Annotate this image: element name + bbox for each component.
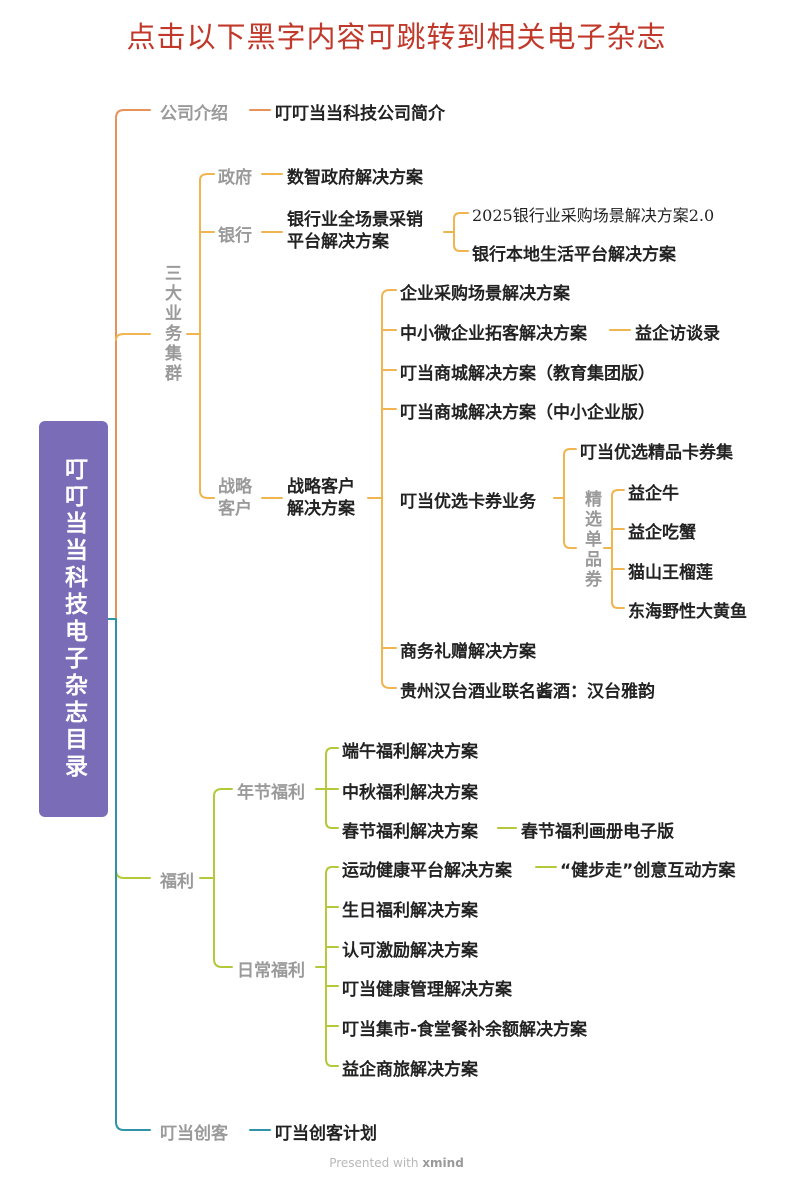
coupon-crab-link[interactable]: 益企吃蟹 — [628, 523, 696, 543]
spring-festival-link[interactable]: 春节福利解决方案 — [342, 822, 478, 842]
sme-acquisition-link[interactable]: 中小微企业拓客解决方案 — [400, 324, 587, 344]
watermark-brand: xmind — [422, 1156, 464, 1170]
coupon-business-link[interactable]: 叮当优选卡券业务 — [400, 492, 536, 512]
premium-coupon-link[interactable]: 叮当优选精品卡券集 — [580, 443, 733, 463]
mall-education-link[interactable]: 叮当商城解决方案（教育集团版） — [400, 364, 655, 384]
coupon-yellow-croaker-link[interactable]: 东海野性大黄鱼 — [628, 602, 747, 622]
bank-local-life-link[interactable]: 银行本地生活平台解决方案 — [472, 245, 676, 265]
subbranch-bank[interactable]: 银行 — [218, 226, 252, 246]
coupon-yiqiniu-link[interactable]: 益企牛 — [628, 484, 679, 504]
subbranch-daily[interactable]: 日常福利 — [237, 961, 305, 981]
watermark: Presented with xmind — [0, 1156, 793, 1170]
subbranch-strategic[interactable]: 战略 客户 — [218, 477, 252, 519]
bank-2025-solution-link[interactable]: 2025银行业采购场景解决方案2.0 — [472, 206, 715, 225]
walk-campaign-link[interactable]: “健步走”创意互动方案 — [560, 861, 736, 881]
government-solution-link[interactable]: 数智政府解决方案 — [287, 168, 423, 188]
business-gift-link[interactable]: 商务礼赠解决方案 — [400, 642, 536, 662]
interview-record-link[interactable]: 益企访谈录 — [635, 324, 720, 344]
single-coupon-group[interactable]: 精选单品券 — [581, 490, 601, 590]
subbranch-government[interactable]: 政府 — [218, 168, 252, 188]
dragon-boat-link[interactable]: 端午福利解决方案 — [342, 742, 478, 762]
page-title: 点击以下黑字内容可跳转到相关电子杂志 — [126, 20, 667, 54]
hantai-liquor-link[interactable]: 贵州汉台酒业联名酱酒：汉台雅韵 — [400, 682, 655, 702]
bank-solution-link[interactable]: 银行业全场景采销 平台解决方案 — [287, 210, 423, 252]
business-travel-link[interactable]: 益企商旅解决方案 — [342, 1060, 478, 1080]
birthday-welfare-link[interactable]: 生日福利解决方案 — [342, 901, 478, 921]
branch-welfare[interactable]: 福利 — [160, 872, 194, 892]
subbranch-festival[interactable]: 年节福利 — [237, 783, 305, 803]
canteen-market-link[interactable]: 叮当集市-食堂餐补余额解决方案 — [342, 1020, 588, 1040]
health-management-link[interactable]: 叮当健康管理解决方案 — [342, 980, 512, 1000]
enterprise-procurement-link[interactable]: 企业采购场景解决方案 — [400, 284, 570, 304]
branch-maker[interactable]: 叮当创客 — [160, 1124, 228, 1144]
branch-company[interactable]: 公司介绍 — [160, 104, 228, 124]
mall-sme-link[interactable]: 叮当商城解决方案（中小企业版） — [400, 403, 655, 423]
maker-plan-link[interactable]: 叮当创客计划 — [275, 1124, 377, 1144]
recognition-link[interactable]: 认可激励解决方案 — [342, 941, 478, 961]
coupon-durian-link[interactable]: 猫山王榴莲 — [628, 563, 713, 583]
company-intro-link[interactable]: 叮叮当当科技公司简介 — [275, 104, 445, 124]
branch-business[interactable]: 三大业务集群 — [161, 264, 181, 384]
root-topic[interactable]: 叮叮当当科技电子杂志目录 — [39, 421, 108, 817]
sport-health-link[interactable]: 运动健康平台解决方案 — [342, 861, 512, 881]
strategic-solution-link[interactable]: 战略客户 解决方案 — [287, 477, 355, 519]
spring-brochure-link[interactable]: 春节福利画册电子版 — [521, 822, 674, 842]
watermark-prefix: Presented with — [329, 1156, 419, 1170]
mid-autumn-link[interactable]: 中秋福利解决方案 — [342, 783, 478, 803]
